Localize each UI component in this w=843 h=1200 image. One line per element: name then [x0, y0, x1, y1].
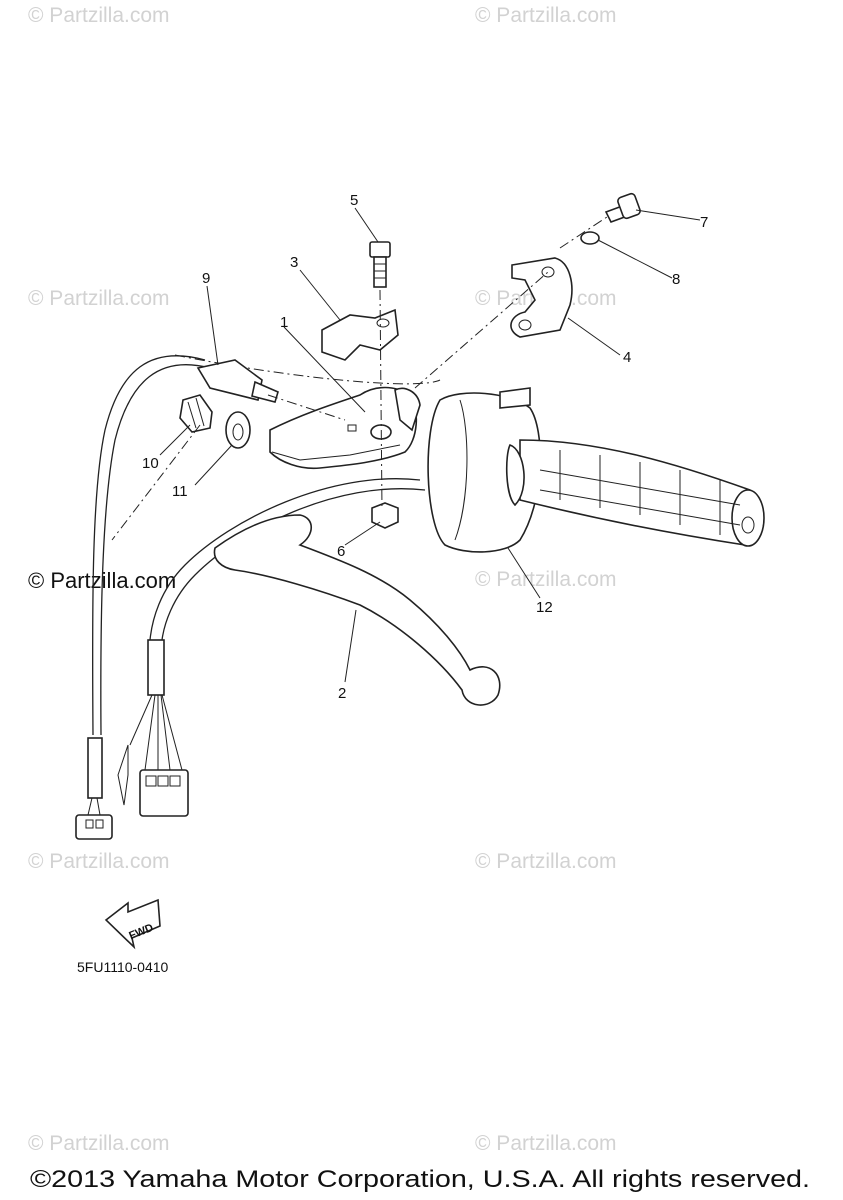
lever-holder-clamp — [510, 257, 573, 338]
watermark: © Partzilla.com — [475, 568, 617, 591]
handlebar-switch-and-grip — [427, 387, 765, 553]
watermark: © Partzilla.com — [28, 1132, 170, 1155]
diagram-code: 5FU1110-0410 — [77, 959, 169, 975]
callout-5: 5 — [350, 192, 358, 209]
callout-6: 6 — [337, 543, 345, 560]
clutch-lever — [213, 514, 501, 706]
adjuster-locknut — [179, 394, 213, 433]
lever-bracket — [269, 386, 421, 470]
callout-12: 12 — [536, 599, 553, 616]
bolt — [369, 241, 391, 288]
watermark: © Partzilla.com — [28, 287, 170, 310]
watermark: © Partzilla.com — [475, 850, 617, 873]
switch-wire-harness — [117, 478, 426, 817]
copyright-notice: ©2013 Yamaha Motor Corporation, U.S.A. A… — [30, 1166, 810, 1193]
callout-2: 2 — [338, 685, 346, 702]
washer — [580, 231, 600, 245]
clutch-switch-cable — [75, 355, 211, 840]
callout-numbers: 1 2 3 4 5 6 7 8 9 10 11 12 — [142, 192, 708, 702]
watermark: © Partzilla.com — [475, 4, 617, 27]
assembly-guide-lines — [111, 214, 611, 541]
callout-4: 4 — [623, 349, 631, 366]
clutch-switch — [321, 308, 399, 361]
callout-9: 9 — [202, 270, 210, 287]
forward-direction-indicator: FWD — [104, 898, 161, 950]
nut — [371, 502, 399, 529]
adjuster-ring — [225, 411, 251, 449]
leader-lines — [159, 207, 701, 683]
watermark: © Partzilla.com — [28, 4, 170, 27]
screw — [604, 192, 641, 223]
callout-8: 8 — [672, 271, 680, 288]
watermark: © Partzilla.com — [475, 1132, 617, 1155]
callout-11: 11 — [172, 483, 188, 500]
callout-3: 3 — [290, 254, 298, 271]
callout-10: 10 — [142, 455, 159, 472]
cable-adjuster — [196, 359, 279, 403]
watermark: © Partzilla.com — [28, 850, 170, 873]
callout-1: 1 — [280, 314, 288, 331]
callout-7: 7 — [700, 214, 708, 231]
